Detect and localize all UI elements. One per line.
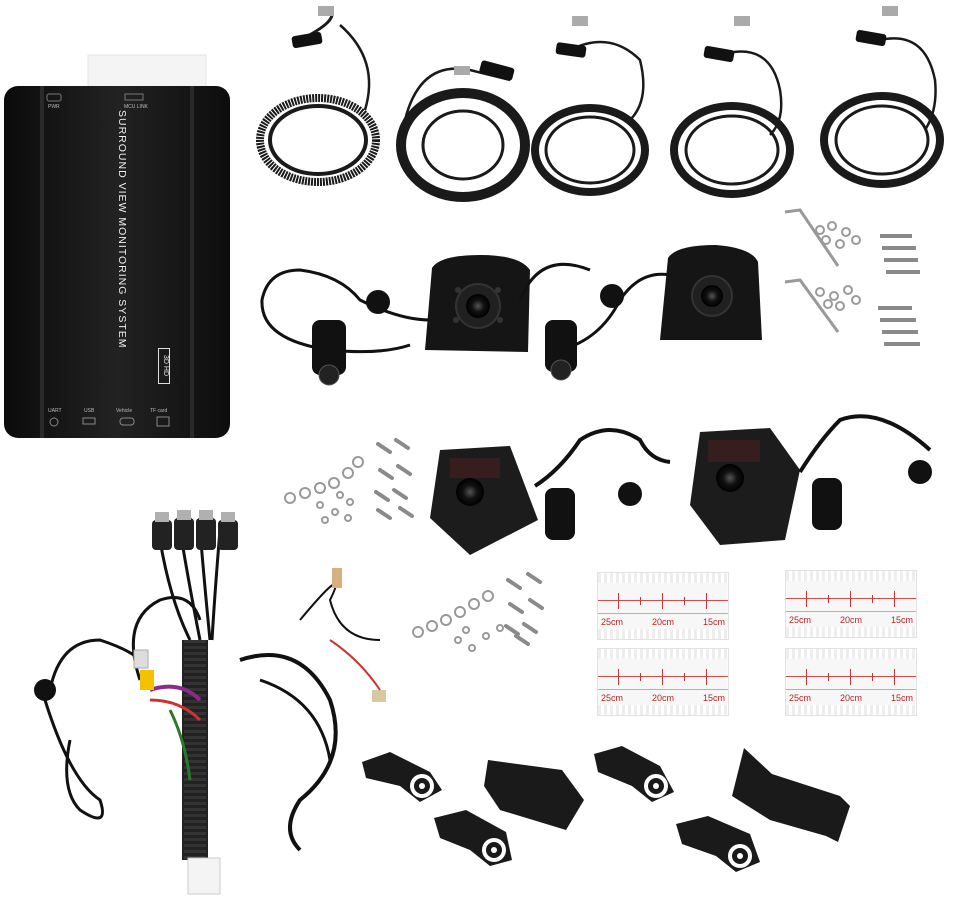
side-cameras <box>260 245 762 386</box>
tape-label: 25cm <box>789 693 812 703</box>
tape-label: 25cm <box>601 617 624 627</box>
box-cameras <box>430 414 932 555</box>
main-unit-label: SURROUND VIEW MONITORING SYSTEM <box>116 110 128 349</box>
bracket-3 <box>434 810 512 866</box>
tape-label: 15cm <box>702 693 725 703</box>
tape-label: 15cm <box>890 615 913 625</box>
cable-coil-3 <box>531 16 649 196</box>
calibration-tape: 25cm 20cm 15cm <box>597 572 729 640</box>
hardware-kit-bottom <box>412 572 544 652</box>
tape-label: 20cm <box>651 693 674 703</box>
hardware-kit-middle <box>284 438 414 524</box>
cable-coil-2 <box>396 60 530 202</box>
calibration-tape: 25cm 20cm 15cm <box>785 570 917 638</box>
main-unit <box>4 54 230 438</box>
tape-label: 20cm <box>839 615 862 625</box>
connector-4pin <box>545 488 575 540</box>
extension-cables <box>256 6 944 202</box>
cable-coil-5 <box>820 6 944 188</box>
port-label-uart: UART <box>48 408 62 414</box>
connector-4pin <box>545 320 577 372</box>
calibration-tape: 25cm 20cm 15cm <box>597 648 729 716</box>
port-label-usb: USB <box>84 408 95 414</box>
hardware-kit-top <box>784 208 920 346</box>
port-label-mcu: MCU LINK <box>124 104 148 110</box>
bracket-4 <box>594 746 674 802</box>
tape-label: 20cm <box>651 617 674 627</box>
mounting-brackets <box>362 746 850 872</box>
bracket-1 <box>362 752 442 802</box>
tape-label: 25cm <box>789 615 812 625</box>
tape-label: 20cm <box>839 693 862 703</box>
tape-label: 15cm <box>890 693 913 703</box>
port-label-tf-card: TF card <box>150 408 168 414</box>
connector-4pin <box>812 478 842 530</box>
port-label-pwr: PWR <box>48 104 60 110</box>
wiring-harness <box>34 510 386 895</box>
port-label-vehicle: Vehicle <box>116 408 133 414</box>
bracket-2 <box>484 760 584 830</box>
bracket-5 <box>732 748 850 842</box>
connector-4pin <box>312 320 346 375</box>
tape-label: 15cm <box>702 617 725 627</box>
cable-coil-1 <box>256 6 380 186</box>
cable-coil-4 <box>670 16 794 198</box>
harness-plug <box>187 857 221 895</box>
calibration-tape: 25cm 20cm 15cm <box>785 648 917 716</box>
tape-label: 25cm <box>601 693 624 703</box>
hd-badge: 3D HD <box>158 348 170 384</box>
bracket-6 <box>676 816 760 872</box>
